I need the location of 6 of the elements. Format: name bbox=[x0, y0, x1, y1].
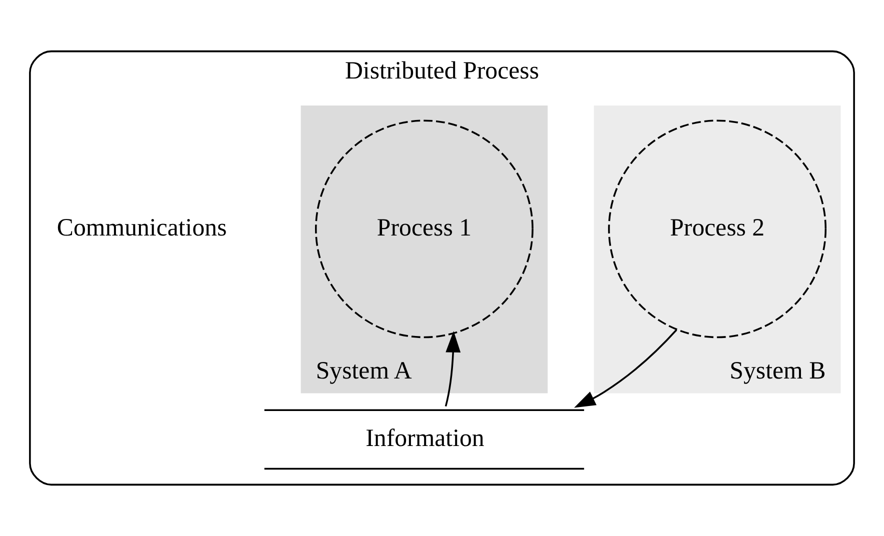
node-circle: Process 1 bbox=[315, 120, 534, 338]
node-circle: Process 2 bbox=[608, 120, 827, 338]
node-text: Information bbox=[366, 424, 484, 452]
arrow bbox=[574, 329, 678, 408]
label: Communications bbox=[56, 214, 227, 242]
arrow bbox=[444, 331, 461, 407]
